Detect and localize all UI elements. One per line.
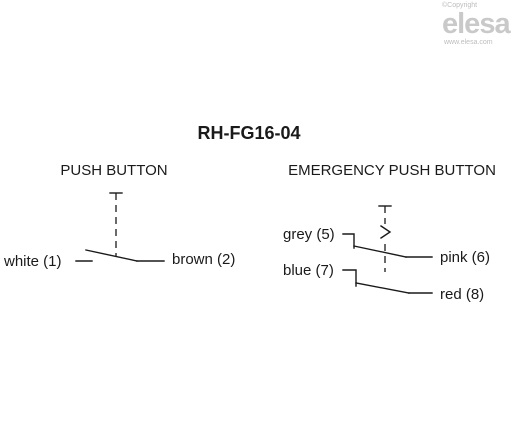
emergency-button-schematic: EMERGENCY PUSH BUTTON grey (5) pink (6) …: [283, 162, 496, 303]
brand-logo: elesa: [442, 8, 511, 40]
push-contact-blade: [85, 249, 138, 262]
terminal-white-1: white (1): [3, 253, 62, 270]
push-button-heading: PUSH BUTTON: [60, 162, 167, 179]
emergency-latch-symbol: [380, 225, 392, 239]
grey-lead: [342, 233, 355, 249]
elesa-watermark: ©Copyright elesa www.elesa.com: [442, 1, 512, 46]
copyright-text: ©Copyright: [442, 1, 477, 9]
terminal-pink-6: pink (6): [440, 249, 490, 266]
blue-lead: [342, 269, 357, 287]
bottom-contact-blade: [355, 282, 410, 294]
push-button-schematic: PUSH BUTTON white (1) brown (2): [3, 162, 235, 270]
emergency-button-heading: EMERGENCY PUSH BUTTON: [288, 162, 496, 179]
terminal-red-8: red (8): [440, 286, 484, 303]
diagram-title: RH-FG16-04: [197, 123, 300, 143]
brand-url: www.elesa.com: [443, 39, 493, 46]
top-contact-blade: [353, 245, 407, 258]
terminal-blue-7: blue (7): [283, 262, 334, 279]
terminal-grey-5: grey (5): [283, 226, 335, 243]
terminal-brown-2: brown (2): [172, 251, 235, 268]
